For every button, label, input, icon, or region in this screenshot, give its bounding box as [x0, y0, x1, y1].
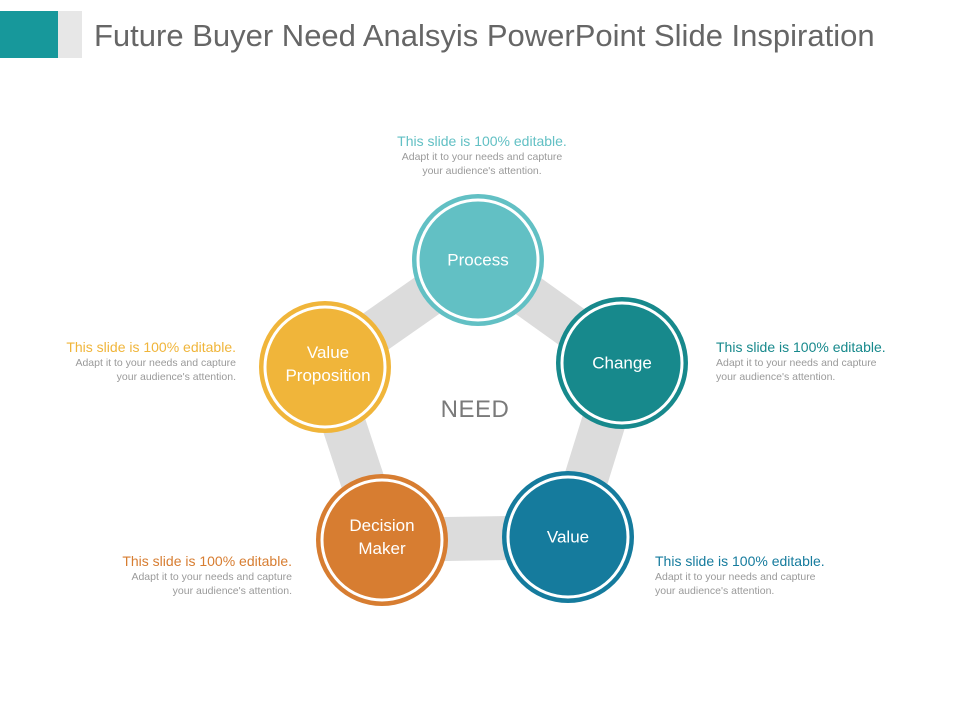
note-top-line2: your audience's attention.: [422, 165, 542, 177]
note-right-heading: This slide is 100% editable.: [716, 339, 886, 355]
note-bottom-left-heading: This slide is 100% editable.: [122, 553, 292, 569]
note-top: This slide is 100% editable. Adapt it to…: [377, 133, 587, 178]
node-decision-maker-label: Decision Maker: [322, 514, 442, 560]
note-bottom-left-line1: Adapt it to your needs and capture: [131, 571, 292, 583]
node-value-proposition-line1: Value: [306, 343, 350, 362]
node-value-proposition-line2: Proposition: [285, 366, 371, 385]
node-change-label: Change: [592, 353, 652, 373]
note-top-line1: Adapt it to your needs and capture: [401, 151, 563, 163]
center-need-label: NEED: [440, 396, 510, 423]
note-right-line1: Adapt it to your needs and capture: [716, 357, 877, 369]
node-change[interactable]: [556, 297, 688, 429]
note-bottom-right-heading: This slide is 100% editable.: [655, 553, 825, 569]
note-left-heading: This slide is 100% editable.: [66, 339, 236, 355]
note-bottom-left: This slide is 100% editable. Adapt it to…: [82, 553, 292, 598]
node-value-proposition-label: Value Proposition: [268, 341, 388, 387]
note-left-line2: your audience's attention.: [116, 371, 236, 383]
note-left-line1: Adapt it to your needs and capture: [75, 357, 236, 369]
node-value[interactable]: [502, 471, 634, 603]
node-decision-maker-line1: Decision: [349, 516, 415, 535]
slide-title: Future Buyer Need Analsyis PowerPoint Sl…: [94, 18, 875, 53]
title-accent-bar: [0, 11, 58, 58]
note-bottom-right-line1: Adapt it to your needs and capture: [655, 571, 816, 583]
node-decision-maker[interactable]: [316, 474, 448, 606]
node-value-proposition[interactable]: [259, 301, 391, 433]
note-top-heading: This slide is 100% editable.: [397, 133, 567, 149]
note-right: This slide is 100% editable. Adapt it to…: [716, 339, 926, 384]
note-left: This slide is 100% editable. Adapt it to…: [26, 339, 236, 384]
note-bottom-left-line2: your audience's attention.: [172, 585, 292, 597]
note-bottom-right: This slide is 100% editable. Adapt it to…: [655, 553, 865, 598]
node-value-label: Value: [546, 527, 590, 547]
title-accent-bar-light: [58, 11, 82, 58]
note-bottom-right-line2: your audience's attention.: [655, 585, 775, 597]
note-right-line2: your audience's attention.: [716, 371, 836, 383]
node-process-label: Process: [447, 250, 509, 270]
node-process[interactable]: [412, 194, 544, 326]
node-decision-maker-line2: Maker: [358, 539, 406, 558]
